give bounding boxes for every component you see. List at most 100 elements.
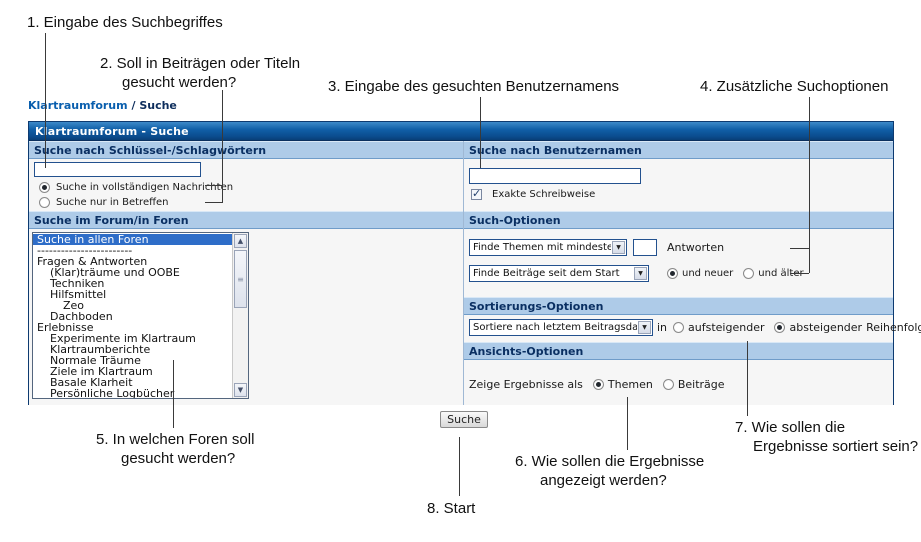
breadcrumb-current-page: Suche [139, 99, 177, 112]
annotation-7: 7. Wie sollen die Ergebnisse sortiert se… [735, 418, 918, 456]
username-search-input[interactable] [469, 168, 641, 184]
search-panel: Klartraumforum - Suche Suche nach Schlüs… [28, 121, 921, 405]
sort-by-select[interactable]: Sortiere nach letztem Beitragsdatum ▼ [469, 319, 653, 336]
descending-radio[interactable] [774, 322, 786, 333]
chevron-down-icon[interactable]: ▼ [612, 241, 625, 254]
posts-since-row: Finde Beiträge seit dem Start ▼ und neue… [469, 265, 804, 282]
annotation-1-pointer-line [45, 33, 46, 168]
find-posts-since-select-value: Finde Beiträge seit dem Start [473, 268, 620, 279]
forum-list-scrollbar[interactable]: ▲ ≡ ▼ [232, 233, 248, 398]
chevron-down-icon[interactable]: ▼ [638, 321, 651, 334]
forum-list-item[interactable]: Persönliche Logbücher [50, 387, 175, 398]
annotation-2: 2. Soll in Beiträgen oder Titeln gesucht… [100, 54, 300, 92]
exact-spelling-label: Exakte Schreibweise [492, 189, 596, 200]
search-options-header: Such-Optionen [464, 211, 893, 229]
exact-spelling-row: Exakte Schreibweise [471, 187, 596, 200]
forum-listbox[interactable]: Suche in allen Foren -------------------… [32, 232, 249, 399]
show-results-row: Zeige Ergebnisse als Themen Beiträge [469, 378, 725, 391]
results-as-topics-radio[interactable] [592, 379, 604, 390]
exact-spelling-checkbox[interactable] [471, 187, 482, 200]
keyword-search-input[interactable] [34, 162, 201, 177]
panel-title-bar: Klartraumforum - Suche [29, 122, 893, 141]
descending-label: absteigender [789, 321, 863, 334]
sort-options-content: Sortiere nach letztem Beitragsdatum ▼ in… [464, 315, 921, 342]
min-replies-input[interactable] [633, 239, 657, 256]
annotation-6-line1: 6. Wie sollen die Ergebnisse [515, 453, 705, 470]
annotation-1: 1. Eingabe des Suchbegriffes [27, 14, 223, 31]
find-topics-select-value: Finde Themen mit mindestens [473, 242, 611, 253]
forum-list-item[interactable]: Fragen & Antworten [37, 255, 148, 268]
annotation-8: 8. Start [427, 500, 476, 517]
annotation-4-connector-top [790, 248, 809, 249]
sort-row: Sortiere nach letztem Beitragsdatum ▼ in… [469, 319, 921, 336]
results-as-posts-radio[interactable] [662, 379, 674, 390]
sort-options-header: Sortierungs-Optionen [464, 297, 893, 315]
forum-list-item[interactable]: Klartraumberichte [50, 343, 151, 356]
min-replies-row: Finde Themen mit mindestens ▼ Antworten [469, 239, 724, 256]
results-as-topics-label: Themen [607, 378, 653, 391]
chevron-down-icon[interactable]: ▼ [634, 267, 647, 280]
radio-row-subjects-only: Suche nur in Betreffen [39, 197, 168, 208]
forum-list-item[interactable]: Dachboden [50, 310, 113, 323]
keyword-section-content: Suche in vollständigen Nachrichten Suche… [29, 159, 463, 211]
replies-label: Antworten [667, 241, 725, 254]
search-full-messages-radio[interactable] [39, 182, 50, 193]
ascending-label: aufsteigender [688, 321, 765, 334]
search-subjects-only-label: Suche nur in Betreffen [56, 197, 169, 208]
forum-list-item[interactable]: Ziele im Klartraum [50, 365, 153, 378]
and-newer-radio[interactable] [667, 268, 678, 279]
annotation-2-pointer-line [222, 90, 223, 203]
search-subjects-only-radio[interactable] [39, 197, 50, 208]
search-full-messages-label: Suche in vollständigen Nachrichten [56, 182, 234, 193]
scrollbar-up-icon[interactable]: ▲ [234, 234, 247, 248]
annotation-5-line1: 5. In welchen Foren soll [96, 431, 255, 448]
forum-list-item[interactable]: Experimente im Klartraum [50, 332, 196, 345]
annotation-7-line1: 7. Wie sollen die [735, 419, 846, 436]
ascending-radio[interactable] [673, 322, 685, 333]
and-older-radio[interactable] [743, 268, 755, 279]
view-options-header: Ansichts-Optionen [464, 342, 893, 360]
annotation-5: 5. In welchen Foren soll gesucht werden? [96, 430, 254, 468]
forum-section-content: Suche in allen Foren -------------------… [29, 229, 463, 405]
panel-title: Klartraumforum - Suche [35, 125, 189, 138]
forum-list-item[interactable]: ------------------------ [37, 244, 133, 257]
forum-section-header: Suche im Forum/in Foren [29, 211, 463, 229]
forum-list-item[interactable]: (Klar)träume und OOBE [50, 266, 180, 279]
breadcrumb-separator: / [131, 99, 136, 112]
annotation-6-pointer-line [627, 397, 628, 450]
scrollbar-thumb[interactable]: ≡ [234, 250, 247, 308]
annotation-5-pointer-line [173, 360, 174, 428]
scrollbar-down-icon[interactable]: ▼ [234, 383, 247, 397]
find-topics-select[interactable]: Finde Themen mit mindestens ▼ [469, 239, 627, 256]
forum-list-item[interactable]: Zeo [63, 299, 85, 312]
find-posts-since-select[interactable]: Finde Beiträge seit dem Start ▼ [469, 265, 649, 282]
forum-list-item[interactable]: Erlebnisse [37, 321, 94, 334]
forum-list-item[interactable]: Suche in allen Foren [33, 234, 232, 245]
keyword-section-header: Suche nach Schlüssel-/Schlagwörtern [29, 141, 463, 159]
suche-submit-button[interactable]: Suche [440, 411, 488, 428]
breadcrumb-forum-link[interactable]: Klartraumforum [28, 99, 128, 112]
annotation-2-line2: gesucht werden? [122, 74, 237, 91]
annotation-3-pointer-line [480, 97, 481, 168]
forum-list-items: Suche in allen Foren -------------------… [33, 234, 232, 398]
forum-list-item[interactable]: Techniken [50, 277, 105, 290]
breadcrumb: Klartraumforum / Suche [28, 99, 177, 112]
annotation-2-connector-bottom [205, 202, 222, 203]
forum-list-item[interactable]: Hilfsmittel [50, 288, 107, 301]
show-results-label: Zeige Ergebnisse als [469, 378, 583, 391]
and-older-label: und älter [758, 268, 804, 279]
annotation-4-connector-bottom [790, 273, 809, 274]
forum-list-item[interactable]: Basale Klarheit [50, 376, 133, 389]
and-newer-label: und neuer [682, 268, 734, 279]
annotation-7-pointer-line [747, 341, 748, 416]
username-section-content: Exakte Schreibweise [464, 159, 893, 211]
radio-row-full-messages: Suche in vollständigen Nachrichten [39, 182, 233, 193]
annotation-7-line2: Ergebnisse sortiert sein? [753, 438, 919, 455]
forum-list-item[interactable]: Normale Träume [50, 354, 141, 367]
results-as-posts-label: Beiträge [677, 378, 725, 391]
annotation-2-connector-top [205, 185, 222, 186]
in-label: in [657, 321, 668, 334]
annotation-4: 4. Zusätzliche Suchoptionen [700, 78, 889, 95]
annotation-2-line1: 2. Soll in Beiträgen oder Titeln [100, 55, 301, 72]
